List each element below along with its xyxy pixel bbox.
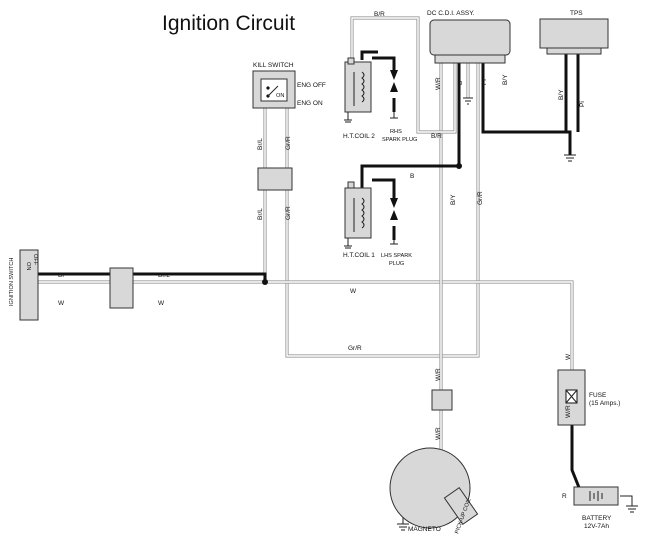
wire-label-gr-r-right: Gr/R	[477, 191, 484, 205]
lhs-plug-label-2: PLUG	[389, 261, 404, 267]
wire-label-w-mid: W	[158, 300, 165, 307]
wire-label-b: B	[410, 173, 414, 180]
wire-label-b-y-coil: B/Y	[450, 194, 457, 205]
wire-label-r: R	[562, 493, 567, 500]
rhs-plug-label-2: SPARK PLUG	[382, 137, 417, 143]
wire-label-br-l-upper: Br/L	[257, 138, 264, 150]
wire-label-br: Br	[58, 272, 65, 279]
tps-label: TPS	[570, 10, 583, 17]
rhs-plug-label-1: RHS	[390, 129, 402, 135]
ignition-off-label: OFF	[32, 254, 38, 266]
ht-coil-2: H.T.COIL 2	[343, 57, 375, 140]
kill-switch: KILL SWITCH ON ENG OFF ENG ON	[252, 62, 326, 109]
kill-switch-label: KILL SWITCH	[253, 62, 294, 69]
eng-on-label: ENG ON	[297, 100, 323, 107]
ignition-switch-label: IGNITION SWITCH	[9, 258, 15, 306]
battery-label-2: 12V-7Ah	[584, 523, 609, 530]
wire-label-b-y-cdi: B/Y	[502, 74, 509, 85]
battery: BATTERY 12V-7Ah	[573, 486, 619, 530]
ht-coil-2-label: H.T.COIL 2	[343, 133, 375, 140]
ignition-on-label: ON	[25, 262, 31, 270]
battery-label-1: BATTERY	[582, 515, 612, 522]
fuse-label-2: (15 Amps.)	[589, 400, 620, 407]
wire-label-pi-cdi: Pi	[481, 79, 488, 85]
connector-kill-switch	[257, 167, 293, 191]
fuse-label-1: FUSE	[589, 392, 607, 399]
wire-label-w-r-fuse: W/R	[565, 405, 572, 418]
rhs-spark-plug: RHS SPARK PLUG	[382, 70, 417, 143]
tps-unit: TPS	[539, 10, 609, 55]
wire-label-w-fuse: W	[565, 353, 572, 360]
wire-label-pi-tps: Pi	[579, 101, 586, 107]
wire-label-gr-r-lower: Gr/R	[285, 206, 292, 220]
wire-label-b-r-lower: B/R	[431, 133, 442, 140]
eng-off-label: ENG OFF	[297, 82, 326, 89]
wire-labels: Br W Br/L W W Br/L Gr/R Br/L Gr/R Gr/R B…	[58, 11, 586, 500]
wire-label-br-l-horizontal: Br/L	[158, 272, 170, 279]
wire-label-w-right: W	[350, 288, 357, 295]
ground-symbols	[344, 97, 638, 531]
wire-label-b-cdi: B	[457, 81, 464, 85]
lhs-plug-label-1: LHS SPARK	[381, 253, 412, 259]
wiring	[28, 16, 582, 512]
magneto: MAGNETO PICK-UP COIL	[389, 447, 479, 535]
ht-coil-1-label: H.T.COIL 1	[343, 252, 375, 259]
ignition-switch: IGNITION SWITCH ON OFF	[9, 249, 39, 321]
lhs-spark-plug: LHS SPARK PLUG	[381, 198, 412, 267]
connector-pickup	[431, 389, 453, 411]
kill-switch-on-mark: ON	[276, 93, 284, 99]
magneto-label: MAGNETO	[408, 526, 441, 533]
connector-left	[109, 267, 134, 309]
wire-label-gr-r-bottom: Gr/R	[348, 345, 362, 352]
wire-label-w-r-cdi: W/R	[435, 77, 442, 90]
fuse: FUSE (15 Amps.)	[557, 369, 620, 426]
wire-label-br-l-lower: Br/L	[257, 208, 264, 220]
cdi-unit: DC C.D.I. ASSY.	[427, 10, 511, 64]
wire-label-b-y-tps: B/Y	[558, 89, 565, 100]
diagram-title: Ignition Circuit	[162, 12, 295, 35]
wire-label-gr-r-upper: Gr/R	[285, 136, 292, 150]
wire-label-w-left: W	[58, 300, 65, 307]
wire-label-w-r-lower: W/R	[435, 427, 442, 440]
wire-label-w-r-upper: W/R	[435, 368, 442, 381]
wire-label-b-r-top: B/R	[374, 11, 385, 18]
cdi-label: DC C.D.I. ASSY.	[427, 10, 475, 17]
ht-coil-1: H.T.COIL 1	[343, 181, 375, 259]
